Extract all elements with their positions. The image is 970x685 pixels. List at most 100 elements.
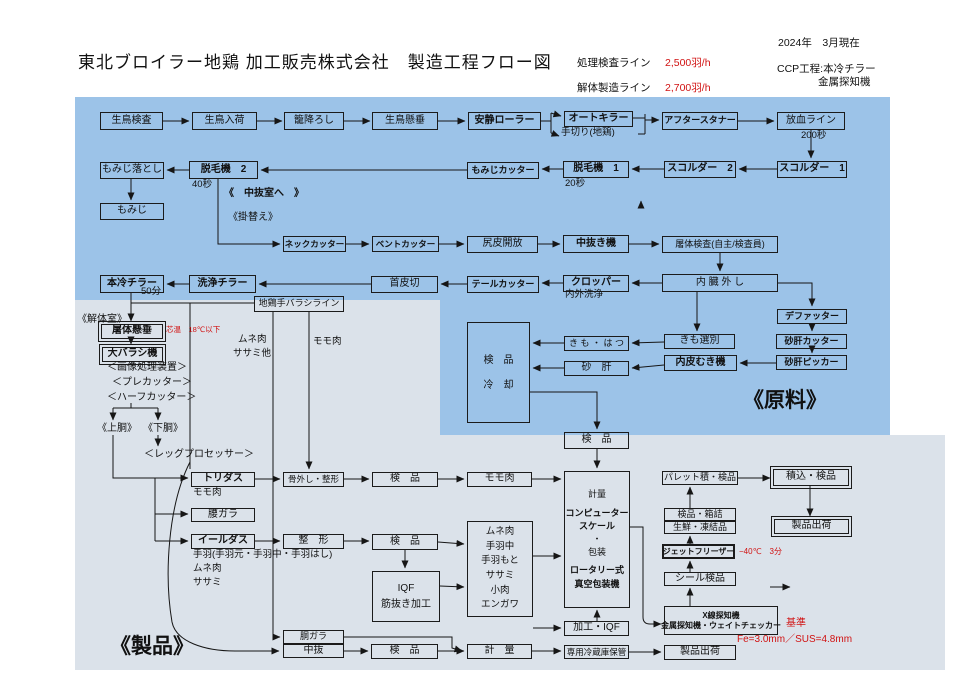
- flow-box-seicho-kensui: 生鳥懸垂: [372, 112, 438, 130]
- flow-box-scalder-2: スコルダー 2: [664, 161, 736, 178]
- edge-63: [272, 312, 281, 641]
- flow-box-naihi-mukiki: 内皮むき機: [664, 355, 737, 371]
- flow-box-seicho-kensa: 生鳥検査: [100, 112, 163, 130]
- label-minus40-3min: −40℃ 3分: [739, 547, 783, 556]
- flow-box-kenpin-mid: 検 品: [564, 432, 629, 449]
- flow-box-nakanuki: 中抜: [283, 644, 344, 658]
- edge-66: [437, 539, 465, 547]
- edge-32: [778, 282, 816, 307]
- flow-box-iqf-box-line-0: IQF: [397, 582, 415, 594]
- flow-box-kimo-senbetsu: きも選別: [664, 334, 735, 349]
- label-naigai-senjo: 内外洗浄: [565, 289, 604, 300]
- flow-box-muneniku-box-line-5: エンガワ: [480, 599, 519, 611]
- edge-52: [112, 435, 155, 479]
- flow-box-naizo-hazushi: 内 臓 外 し: [662, 274, 778, 292]
- flow-box-keiryo-small: 計 量: [467, 644, 532, 659]
- label-jodo: 《上胴》: [97, 423, 137, 434]
- label-ccp1: CCP工程:本冷チラー: [777, 63, 876, 75]
- flow-box-datsumoki-1: 脱毛機 1: [563, 161, 629, 178]
- flow-box-ansei-roller: 安静ローラー: [468, 112, 541, 130]
- flow-box-honehazushi-seikei: 骨外し・整形: [283, 472, 344, 487]
- flow-box-hoketsu-line: 放血ライン: [777, 112, 845, 130]
- flow-box-senyo-reizoko-hokan: 専用冷蔵庫保管: [564, 645, 629, 659]
- flow-box-kimo-hatsu: き も ・ は つ: [564, 336, 629, 351]
- label-kijun: 基準: [786, 618, 806, 629]
- flow-box-dogara: 胴ガラ: [283, 630, 344, 644]
- flow-box-scalder-1: スコルダー 1: [777, 161, 847, 178]
- label-momoniku-lbl2: モモ肉: [193, 487, 222, 498]
- flow-box-nakanuki-ki: 中抜き機: [563, 235, 629, 253]
- edge-20: [217, 179, 281, 248]
- flow-box-shirikawa-kaiho: 尻皮開放: [467, 236, 538, 253]
- flow-box-cropper: クロッパー: [563, 275, 629, 292]
- flow-box-keiryo-hoso-box-line-2: コンピューター: [565, 507, 629, 518]
- flow-box-kako-iqf: 加工・IQF: [564, 621, 629, 636]
- edge-38: [631, 363, 665, 371]
- label-title: 東北ブロイラー地鶏 加工販売株式会社 製造工程フロー図: [78, 53, 552, 72]
- flow-box-muneniku-box-line-4: 小肉: [490, 584, 510, 596]
- label-nakanukishitsu-e: 《 中抜室へ 》: [224, 188, 304, 199]
- flow-box-obarashi-ki: 大バラシ機: [99, 344, 166, 365]
- label-sec-200: 200秒: [801, 130, 827, 141]
- flow-box-toridasu: トリダス: [191, 472, 255, 487]
- label-line2-value: 2,700羽/h: [665, 82, 711, 94]
- flow-box-xray-kinzoku-box-line-1: 金属探知機・ウェイトチェッカー: [661, 620, 781, 630]
- label-muneniku-lbl: ムネ肉: [238, 334, 267, 345]
- flow-box-jidori-tebarashi-line: 地鶏手バラシライン: [254, 296, 344, 312]
- flow-box-xray-kinzoku-box: X線探知機金属探知機・ウェイトチェッカー: [661, 606, 781, 635]
- flow-box-datsumoki-2: 脱毛機 2: [189, 161, 258, 179]
- flow-box-seal-kenpin: シール検品: [664, 572, 736, 586]
- flow-box-keiryo-hoso-box-line-8: 真空包装機: [574, 578, 620, 589]
- flow-box-seisen-toketsuhin: 生鮮・凍結品: [664, 521, 736, 534]
- flow-box-keiryo-hoso-box-line-3: スケール: [578, 520, 615, 531]
- flow-box-seicho-nyuka: 生鳥入荷: [192, 112, 257, 130]
- edge-6: [550, 110, 562, 118]
- flow-box-muneniku-box: ムネ肉手羽中手羽もとササミ小肉エンガワ: [467, 521, 533, 617]
- flow-box-kenpin-reikyaku-line-0: 検 品: [483, 354, 514, 366]
- flow-box-muneniku-box-line-3: ササミ: [485, 570, 515, 581]
- flow-box-honrei-chiller: 本冷チラー: [100, 275, 164, 293]
- flow-box-vent-cutter: ベントカッター: [372, 236, 439, 252]
- flow-box-sunagimo: 砂 肝: [564, 361, 629, 376]
- flow-box-seikei: 整 形: [283, 534, 344, 549]
- label-sec-20: 20秒: [565, 178, 586, 189]
- flow-box-sunagimo-picker: 砂肝ピッカー: [776, 355, 847, 370]
- flow-box-momiji-cutter: もみじカッター: [467, 162, 539, 179]
- label-half-cutter: ＜ハーフカッター＞: [107, 392, 197, 403]
- label-momoniku-lbl: モモ肉: [313, 336, 342, 347]
- label-ccp2: 金属探知機: [818, 76, 871, 88]
- edge-77: [630, 526, 662, 628]
- flow-box-kenpin-reikyaku: 検 品 冷 却: [467, 322, 530, 423]
- flow-box-iqf-box-line-1: 筋抜き加工: [381, 598, 431, 610]
- label-shinon-18: 芯温 18℃以下: [166, 325, 221, 334]
- label-kaitai-shitsu: 《解体室》: [77, 314, 127, 325]
- label-min-50: 50分: [141, 286, 162, 297]
- flow-box-pallet-zumi-kenpin: パレット積・検品: [662, 471, 738, 485]
- flow-box-iqf-box: IQF 筋抜き加工: [372, 571, 440, 622]
- edge-37: [631, 339, 665, 347]
- flow-box-kenpin-b: 検 品: [372, 534, 438, 550]
- label-date: 2024年 3月現在: [778, 37, 860, 49]
- flow-box-eel-dasu: イールダス: [191, 534, 255, 549]
- flow-box-kenpin-a: 検 品: [372, 472, 438, 487]
- label-sec-40: 40秒: [192, 179, 213, 190]
- flow-box-jet-freezer: ジェットフリーザー: [662, 544, 735, 559]
- label-genryo: 《原料》: [743, 389, 827, 412]
- flow-box-momiji: もみじ: [100, 203, 164, 220]
- flow-box-totai-kensui: 屠体懸垂: [98, 321, 166, 342]
- edge-7: [550, 130, 560, 137]
- edge-57: [167, 461, 280, 655]
- product-zone-right: [440, 435, 945, 670]
- flow-box-xray-kinzoku-box-line-0: X線探知機: [702, 610, 740, 620]
- label-tegiri-jidori: 手切り(地鶏): [561, 127, 615, 138]
- flow-box-defatter: デファッター: [777, 309, 847, 324]
- label-muneniku-lbl3: ムネ肉: [193, 563, 222, 574]
- flow-box-tsumikomi-kenpin: 積込・検品: [770, 466, 852, 489]
- edge-41: [530, 391, 601, 430]
- label-kakekae: 《掛替え》: [228, 212, 278, 223]
- label-line1-value: 2,500羽/h: [665, 57, 711, 69]
- flow-box-sunagimo-cutter: 砂肝カッター: [776, 334, 847, 349]
- flow-box-muneniku-box-line-0: ムネ肉: [485, 525, 515, 537]
